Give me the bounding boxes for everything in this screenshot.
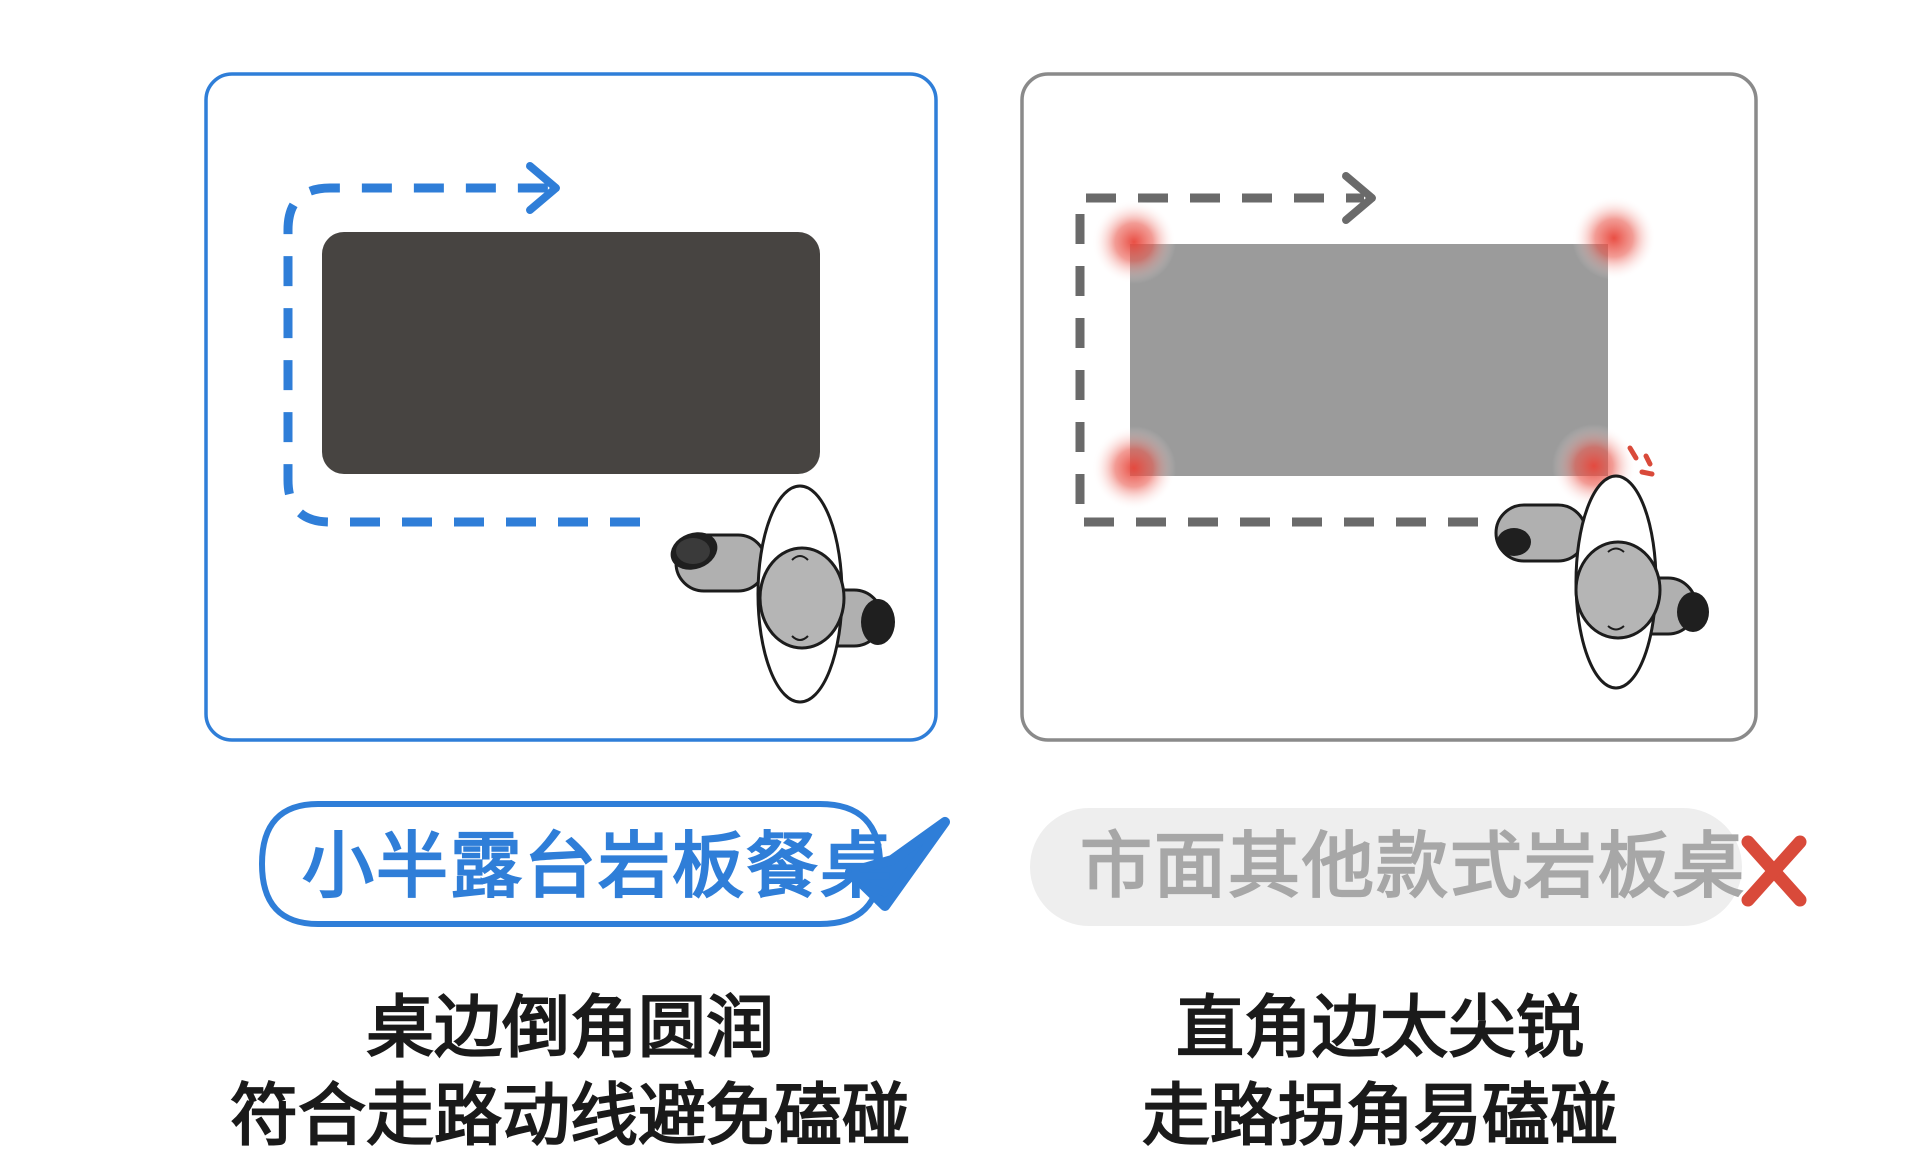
left-caption-line2: 符合走路动线避免磕碰 <box>229 1077 910 1152</box>
right-badge-pill <box>1030 808 1742 926</box>
square-table-top <box>1130 244 1608 476</box>
right-caption-line2: 走路拐角易磕碰 <box>1141 1077 1618 1152</box>
rounded-table-top <box>322 232 820 474</box>
right-panel <box>1020 72 1807 926</box>
corner-glow-bottom-left <box>1092 426 1176 510</box>
right-caption-line1: 直角边太尖锐 <box>1175 989 1584 1068</box>
right-caption: 直角边太尖锐 走路拐角易磕碰 <box>930 985 1830 1152</box>
right-badge-label: 市面其他款式岩板桌 <box>1080 824 1747 908</box>
left-caption: 桌边倒角圆润 符合走路动线避免磕碰 <box>120 985 1020 1152</box>
left-caption-line1: 桌边倒角圆润 <box>365 989 774 1068</box>
left-badge-pill <box>258 801 884 927</box>
corner-glow-top-left <box>1092 200 1176 284</box>
path-arrow-icon <box>526 162 560 214</box>
corner-glow-top-right <box>1572 196 1656 280</box>
path-arrow-icon-gray <box>1342 172 1376 224</box>
check-icon <box>845 817 950 911</box>
person-topview-icon <box>670 484 895 704</box>
left-panel <box>204 72 950 927</box>
cross-icon <box>1741 835 1807 907</box>
impact-mark-icon <box>1627 445 1655 477</box>
left-badge-label: 小半露台岩板餐桌 <box>302 824 895 908</box>
person-topview-icon <box>1494 474 1709 690</box>
walking-path-rounded <box>283 183 640 527</box>
